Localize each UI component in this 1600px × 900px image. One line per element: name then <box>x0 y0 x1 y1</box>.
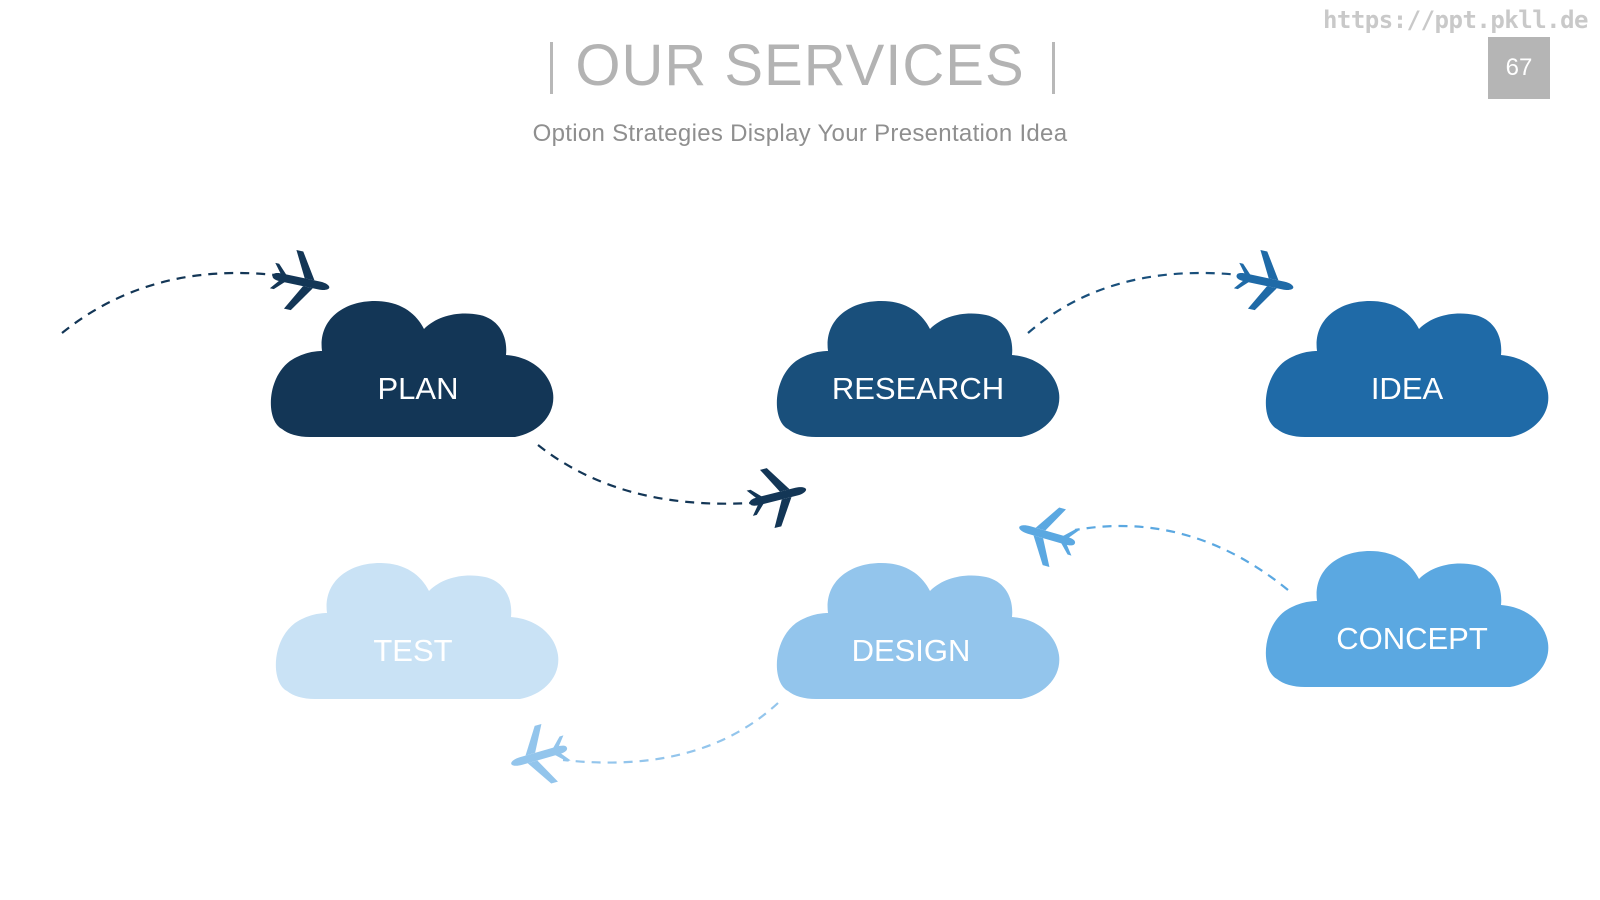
flight-path-concept-design <box>1074 524 1289 591</box>
cloud-label-concept: CONCEPT <box>1336 621 1488 656</box>
cloud-design: DESIGN <box>776 563 1060 699</box>
page-subtitle: Option Strategies Display Your Presentat… <box>532 120 1068 147</box>
airplane-icon <box>266 246 336 317</box>
cloud-idea: IDEA <box>1265 301 1549 437</box>
title-bar-left <box>550 42 553 94</box>
cloud-label-test: TEST <box>373 633 452 668</box>
cloud-label-research: RESEARCH <box>832 371 1004 406</box>
cloud-label-plan: PLAN <box>378 371 459 406</box>
page-number: 67 <box>1488 37 1550 99</box>
cloud-test: TEST <box>275 563 559 699</box>
title-bar-right <box>1052 42 1055 94</box>
title-block: OUR SERVICES <box>0 30 1600 102</box>
airplane-icon <box>502 718 576 793</box>
flight-path-start <box>61 271 276 334</box>
airplane-icon <box>742 460 814 533</box>
airplane-icon <box>1230 246 1300 317</box>
cloud-label-design: DESIGN <box>852 633 971 668</box>
watermark-url: https://ppt.pkll.de <box>1322 6 1589 34</box>
cloud-label-idea: IDEA <box>1371 371 1444 406</box>
flight-path-plan-research <box>537 444 751 505</box>
page-title: OUR SERVICES <box>575 33 1025 98</box>
flight-path-design-test <box>562 702 779 764</box>
flight-path-research-idea <box>1027 271 1241 334</box>
cloud-plan: PLAN <box>270 301 554 437</box>
airplane-icon <box>1010 498 1084 573</box>
cloud-concept: CONCEPT <box>1265 551 1549 687</box>
cloud-research: RESEARCH <box>776 301 1060 437</box>
